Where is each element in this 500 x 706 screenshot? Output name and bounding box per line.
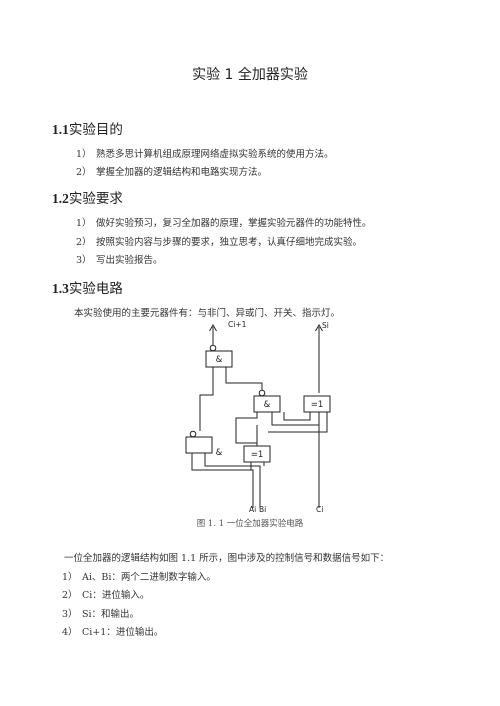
gate-5-symbol: =1	[251, 450, 264, 460]
list-item: 2）按照实验内容与步骤的要求，独立思考，认真仔细地完成实验。	[76, 237, 363, 248]
section-heading-1-3: 1.3实验电路	[52, 277, 123, 297]
list-item: 1）熟悉多思计算机组成原理网络虚拟实验系统的使用方法。	[76, 149, 334, 160]
section-heading-1-1: 1.1实验目的	[52, 118, 123, 138]
list-item: 1）做好实验预习，复习全加器的原理，掌握实验元器件的功能特性。	[76, 218, 372, 229]
gate-4-symbol: &	[216, 448, 223, 458]
section-intro: 本实验使用的主要元器件有：与非门、异或门、开关、指示灯。	[74, 308, 341, 319]
section-number: 1.2	[52, 191, 69, 206]
carry-out-label: Ci+1	[228, 320, 247, 329]
figure-caption: 图 1. 1 一位全加器实验电路	[196, 519, 304, 529]
section-title: 实验目的	[68, 122, 123, 138]
signal-item: 1）Ai、Bi：两个二进制数字输入。	[62, 572, 216, 583]
input-b-label: Bi	[259, 505, 266, 514]
section-heading-1-2: 1.2实验要求	[52, 187, 123, 207]
carry-in-label: Ci	[316, 505, 323, 514]
gate-1-symbol: &	[216, 355, 223, 365]
gate-3-symbol: =1	[311, 400, 324, 410]
section-title: 实验要求	[68, 191, 123, 207]
section-title: 实验电路	[68, 281, 123, 297]
signal-item: 4）Ci+1：进位输出。	[62, 627, 164, 638]
sum-label: Si	[322, 321, 329, 330]
description-text: 一位全加器的逻辑结构如图 1.1 所示，图中涉及的控制信号和数据信号如下：	[64, 553, 390, 564]
section-number: 1.3	[52, 281, 69, 296]
section-number: 1.1	[52, 122, 69, 137]
list-item: 2）掌握全加器的逻辑结构和电路实现方法。	[76, 167, 268, 178]
list-item: 3）写出实验报告。	[76, 255, 163, 266]
signal-item: 2）Ci：进位输入。	[62, 590, 150, 601]
signal-item: 3）Si：和输出。	[62, 609, 140, 620]
page-title: 实验 1 全加器实验	[192, 67, 308, 83]
input-a-label: Ai	[249, 505, 256, 514]
gate-2-symbol: &	[264, 400, 271, 410]
